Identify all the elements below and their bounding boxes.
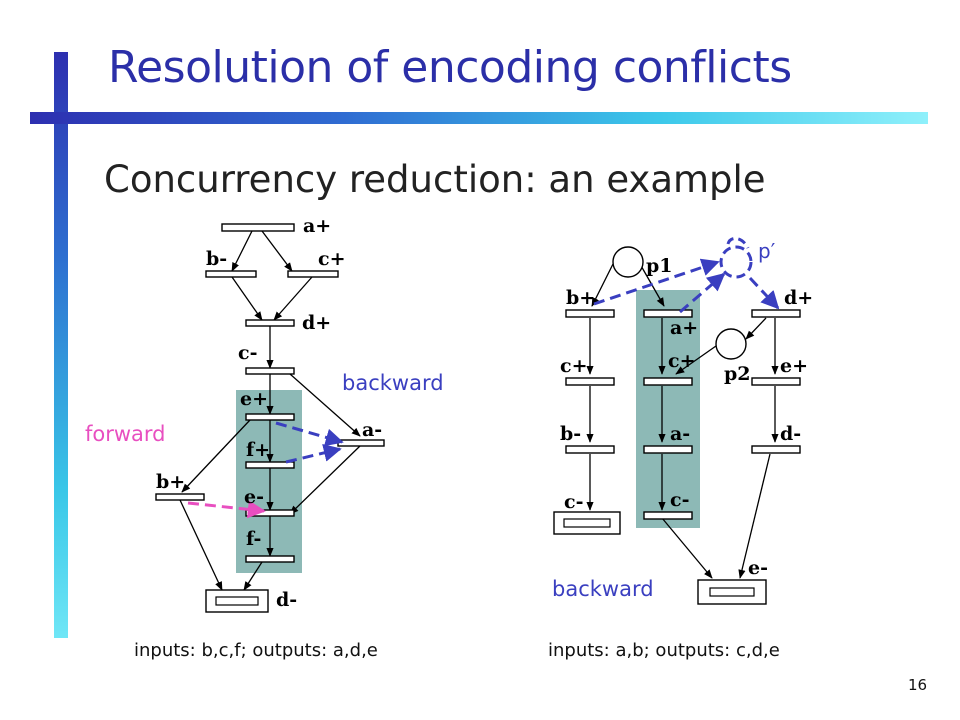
right-transition-label: c- — [564, 491, 583, 513]
left-transition-label: e- — [244, 486, 264, 508]
left-transition-label: f- — [246, 528, 261, 550]
accent-bar-vertical — [54, 52, 68, 638]
left-transition-label: b- — [206, 248, 227, 270]
left-net: a+ b- c+ d+ c- e+ f+ e- f- a- b+ d- forw… — [85, 215, 444, 613]
left-transition-label: b+ — [156, 471, 185, 493]
place-p2 — [715, 328, 747, 360]
right-transition-label: d+ — [784, 287, 813, 309]
place-label-p-prime: p′ — [758, 239, 776, 263]
left-transition-label: d+ — [302, 312, 331, 334]
right-transition-label: c+ — [560, 355, 588, 377]
left-transition-label: a- — [362, 419, 382, 441]
place-p1 — [612, 246, 644, 278]
left-transition-label: e+ — [240, 388, 268, 410]
left-transition-label: f+ — [246, 439, 270, 461]
slide-subtitle: Concurrency reduction: an example — [104, 158, 766, 201]
slide-title: Resolution of encoding conflicts — [108, 42, 792, 93]
right-transition-label: a- — [670, 423, 690, 445]
right-transition-label: b+ — [566, 287, 595, 309]
right-transition-label: a+ — [670, 317, 698, 339]
left-caption: inputs: b,c,f; outputs: a,d,e — [134, 640, 378, 661]
accent-bar-horizontal — [30, 112, 928, 124]
page-number: 16 — [908, 676, 928, 694]
right-highlight-region — [636, 290, 700, 528]
right-transition-label: d- — [780, 423, 801, 445]
right-transition-label: c+ — [668, 350, 696, 372]
forward-label: forward — [85, 422, 166, 446]
backward-label-left: backward — [342, 371, 444, 395]
place-label-p1: p1 — [646, 255, 673, 277]
left-transition-label: c- — [238, 342, 257, 364]
right-transition-label: e+ — [780, 355, 808, 377]
backward-label-right: backward — [552, 577, 654, 601]
left-transition-label: c+ — [318, 248, 346, 270]
right-net: b+ a+ d+ c+ e+ b- a- d- c- c- e- c+ p1 p… — [552, 237, 813, 605]
left-transition-label: d- — [276, 589, 297, 611]
right-caption: inputs: a,b; outputs: c,d,e — [548, 640, 780, 661]
right-transition-label: b- — [560, 423, 581, 445]
place-label-p2: p2 — [724, 363, 751, 385]
right-transition-label: c- — [670, 489, 689, 511]
right-transition-label: e- — [748, 557, 768, 579]
place-p-prime — [719, 245, 753, 279]
left-transition-label: a+ — [303, 215, 331, 237]
